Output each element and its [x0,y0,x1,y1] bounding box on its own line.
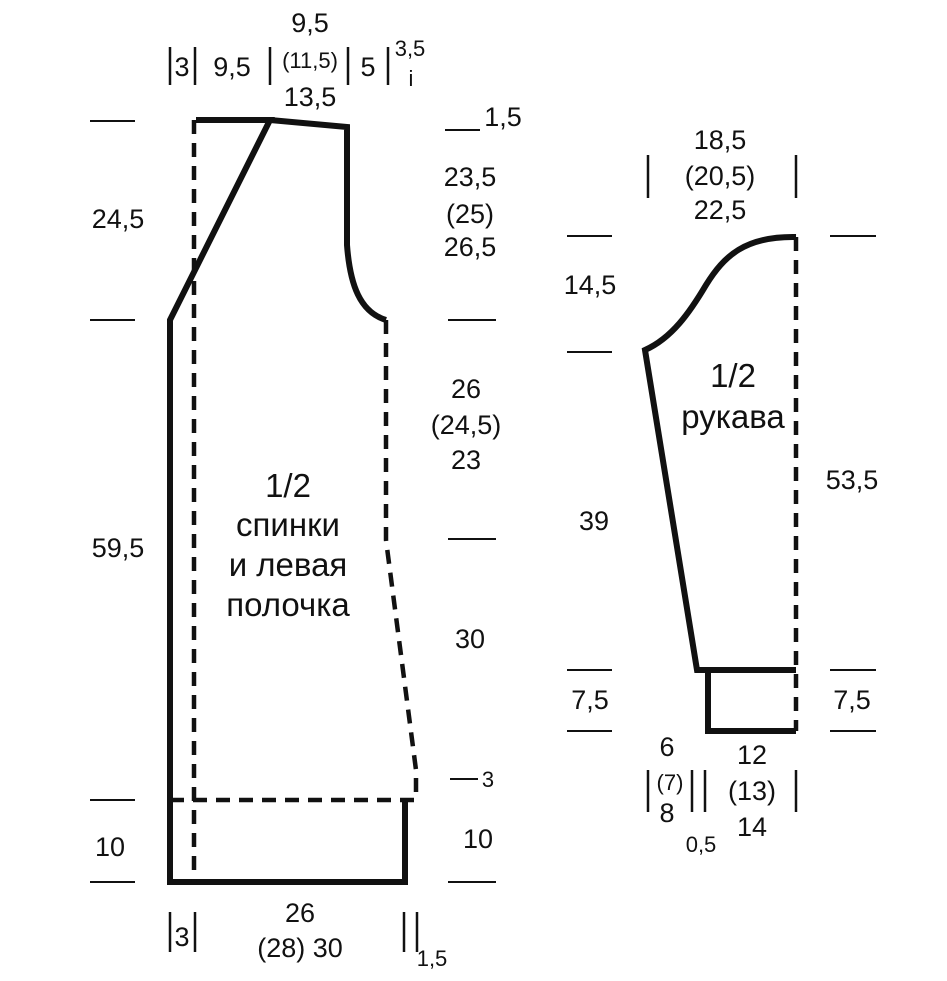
right-armhole-label-1: 23,5 [444,162,497,192]
sleeve-bottom-gap-label: 0,5 [686,832,717,857]
sleeve-right-length-label: 53,5 [826,465,879,495]
sleeve-bottom-width-label-3: 14 [737,812,767,842]
sleeve-bottom-left-label-2: (7) [657,770,684,795]
sleeve-title-line-1: 1/2 [710,357,756,394]
sleeve-bottom-width-label-2: (13) [728,776,776,806]
body-side-seam-line [383,320,419,800]
top-offset-label-i: i [409,66,414,91]
right-step-label: 3 [482,767,494,792]
body-title-line-2: спинки [236,506,340,543]
top-neck-label-2: (11,5) [282,48,338,73]
sleeve-left-cuff-label: 7,5 [571,685,609,715]
left-upper-label: 24,5 [92,204,145,234]
right-side-label-1: 26 [451,374,481,404]
bottom-width-label-2: (28) 30 [257,933,343,963]
bottom-margin-label: 3 [174,922,189,952]
body-title-line-4: полочка [226,586,350,623]
sleeve-bottom-width-label-1: 12 [737,740,767,770]
body-title-line-3: и левая [229,546,348,583]
top-collar-label: 5 [360,52,375,82]
sleeve-cuff-outline [705,670,796,734]
top-shoulder-label: 9,5 [213,52,251,82]
sleeve-cap-label: 14,5 [564,270,617,300]
sleeve-bottom-left-label-1: 6 [659,732,674,762]
top-neck-label-1: 9,5 [291,8,329,38]
right-taper-label: 30 [455,624,485,654]
body-piece: 3 9,5 9,5 (11,5) 13,5 5 3,5 i 24,5 59,5 … [90,8,522,971]
body-outline-armhole [269,117,388,323]
right-hem-label: 10 [463,824,493,854]
sleeve-top-label-1: 18,5 [694,125,747,155]
sleeve-title-line-2: рукава [681,398,785,435]
bottom-offset-label: 1,5 [417,946,448,971]
sleeve-bottom-left-label-3: 8 [659,798,674,828]
sleeve-outline [641,233,797,673]
sleeve-top-label-2: (20,5) [685,161,756,191]
top-offset-label: 3,5 [395,36,426,61]
sleeve-length-label: 39 [579,506,609,536]
right-side-label-3: 23 [451,445,481,475]
right-side-label-2: (24,5) [431,410,502,440]
top-margin-label: 3 [174,52,189,82]
bottom-width-label-1: 26 [285,898,315,928]
right-shoulder-drop-label: 1,5 [484,102,522,132]
body-outline-front-edge [167,117,408,885]
sleeve-top-label-3: 22,5 [694,195,747,225]
sleeve-piece: 18,5 (20,5) 22,5 14,5 39 7,5 53,5 7,5 6 … [564,125,879,857]
sleeve-right-cuff-label: 7,5 [833,685,871,715]
right-armhole-label-3: 26,5 [444,232,497,262]
body-title-line-1: 1/2 [265,467,311,504]
left-main-label: 59,5 [92,533,145,563]
right-armhole-label-2: (25) [446,199,494,229]
top-neck-label-3: 13,5 [284,82,337,112]
left-hem-label: 10 [95,832,125,862]
